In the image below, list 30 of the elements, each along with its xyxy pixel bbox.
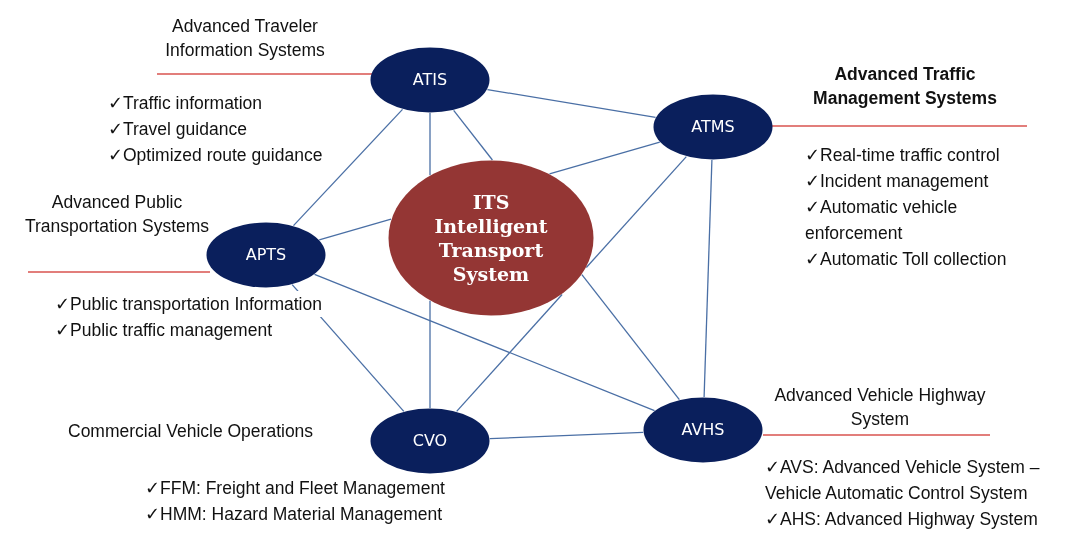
system-heading: Commercial Vehicle Operations: [68, 420, 315, 443]
node-label: AVHS: [681, 420, 725, 440]
system-ellipse: [653, 94, 773, 160]
connector-line: [585, 155, 687, 269]
system-heading: Advanced Public Transportation Systems: [23, 191, 211, 238]
system-ellipse: [643, 397, 763, 463]
connector-line: [429, 112, 431, 176]
node-label: ATMS: [691, 117, 735, 137]
system-heading: Advanced Traffic Management Systems: [812, 63, 998, 110]
connector-line: [313, 273, 656, 412]
system-ellipse: [370, 408, 490, 474]
node-label: APTS: [245, 245, 287, 265]
connector-line: [581, 274, 680, 401]
node-label: CVO: [412, 431, 448, 451]
connector-line: [292, 108, 404, 227]
node-label: ATIS: [412, 70, 448, 90]
system-ellipse: [370, 47, 490, 113]
connector-line: [456, 293, 563, 413]
connector-line: [703, 159, 713, 398]
center-title: ITS Intelligent Transport System: [433, 190, 549, 286]
central-ellipse: [388, 160, 594, 316]
connector-line: [429, 300, 431, 409]
connector-line: [486, 88, 657, 119]
system-heading: Advanced Traveler Information Systems: [164, 15, 326, 62]
connector-line: [489, 431, 644, 440]
connector-line: [548, 141, 661, 175]
connector-line: [453, 109, 494, 161]
system-heading: Advanced Vehicle Highway System: [773, 384, 987, 431]
bullet-item: ✓Public transportation Information: [55, 291, 322, 317]
connector-line: [318, 218, 392, 241]
